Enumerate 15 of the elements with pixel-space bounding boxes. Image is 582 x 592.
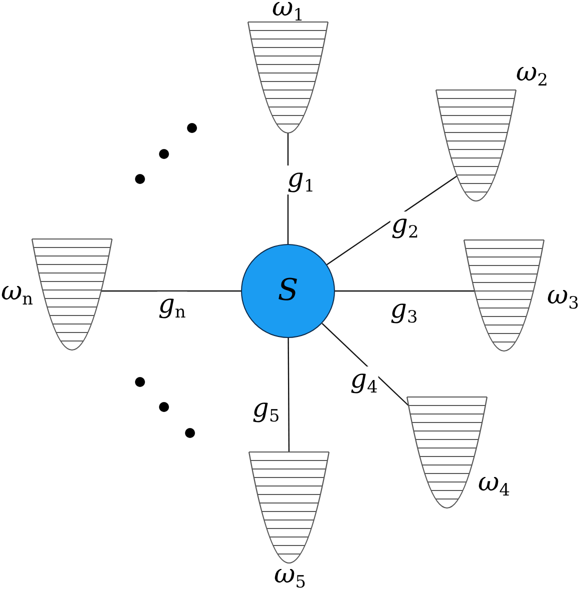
frequency-label: ω$_{1}$ <box>272 0 304 24</box>
frequency-label: ω$_{2}$ <box>516 60 548 88</box>
system-label: S <box>278 276 298 306</box>
coupling-line <box>288 338 290 452</box>
frequency-label: ω$_{3}$ <box>547 282 579 312</box>
coupling-label: g$_{4}$ <box>349 366 379 396</box>
coupling-line <box>322 322 410 406</box>
frequency-label: ω$_{5}$ <box>274 562 306 590</box>
coupling-label: g$_{n}$ <box>157 292 187 320</box>
coupling-line <box>326 176 458 266</box>
frequency-label: ω$_{4}$ <box>478 470 510 498</box>
frequency-label: ω$_{n}$ <box>0 278 34 308</box>
coupling-line <box>101 290 241 292</box>
coupling-line <box>335 290 475 292</box>
coupling-label: g$_{2}$ <box>390 212 420 240</box>
